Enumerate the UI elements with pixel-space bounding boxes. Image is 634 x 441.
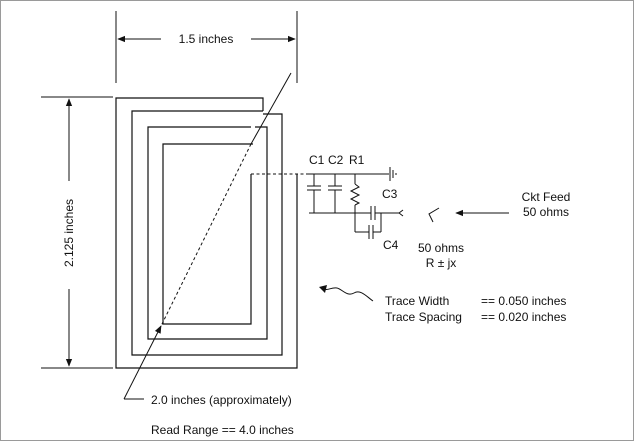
feed-label-line1: Ckt Feed	[522, 190, 571, 204]
impedance-label-line1: 50 ohms	[418, 241, 464, 255]
label-c4: C4	[383, 238, 399, 252]
label-c3: C3	[382, 187, 398, 201]
feed-label-line2: 50 ohms	[523, 205, 569, 219]
height-dimension: 2.125 inches	[41, 96, 113, 369]
height-label: 2.125 inches	[62, 199, 76, 267]
trace-spacing-value: == 0.020 inches	[481, 310, 566, 324]
trace-width-value: == 0.050 inches	[481, 294, 566, 308]
trace-spacing-label: Trace Spacing	[385, 310, 462, 324]
trace-squiggle-head	[319, 285, 327, 293]
diagonal-measure: 2.0 inches (approximately) Read Range ==…	[123, 72, 294, 437]
width-label: 1.5 inches	[179, 32, 234, 46]
read-range-label: Read Range == 4.0 inches	[151, 423, 294, 437]
resistor-r1	[349, 174, 361, 232]
impedance-label-line2: R ± jx	[426, 256, 457, 270]
diagonal-solid-top	[250, 72, 292, 145]
diagonal-leader	[123, 325, 162, 400]
diagonal-dashed	[160, 143, 252, 327]
coil-trace-outer	[115, 97, 298, 369]
reference-arrow	[428, 207, 440, 223]
trace-squiggle	[323, 287, 374, 302]
coil-trace-3	[147, 126, 268, 340]
coil-trace-inner	[162, 143, 253, 325]
capacitor-c4	[355, 213, 382, 239]
capacitor-c1	[307, 174, 321, 213]
coil-trace-2	[131, 110, 283, 356]
matching-circuit	[307, 167, 509, 302]
terminal-mark	[398, 209, 404, 217]
capacitor-c3	[363, 206, 399, 220]
width-dimension: 1.5 inches	[115, 11, 298, 83]
ground-symbol	[389, 167, 397, 181]
diagonal-label: 2.0 inches (approximately)	[151, 393, 292, 407]
antenna-coil	[115, 97, 309, 369]
capacitor-c2	[328, 174, 342, 213]
label-r1: R1	[349, 153, 365, 167]
label-c2: C2	[328, 153, 344, 167]
label-c1: C1	[309, 153, 325, 167]
trace-width-label: Trace Width	[385, 294, 449, 308]
